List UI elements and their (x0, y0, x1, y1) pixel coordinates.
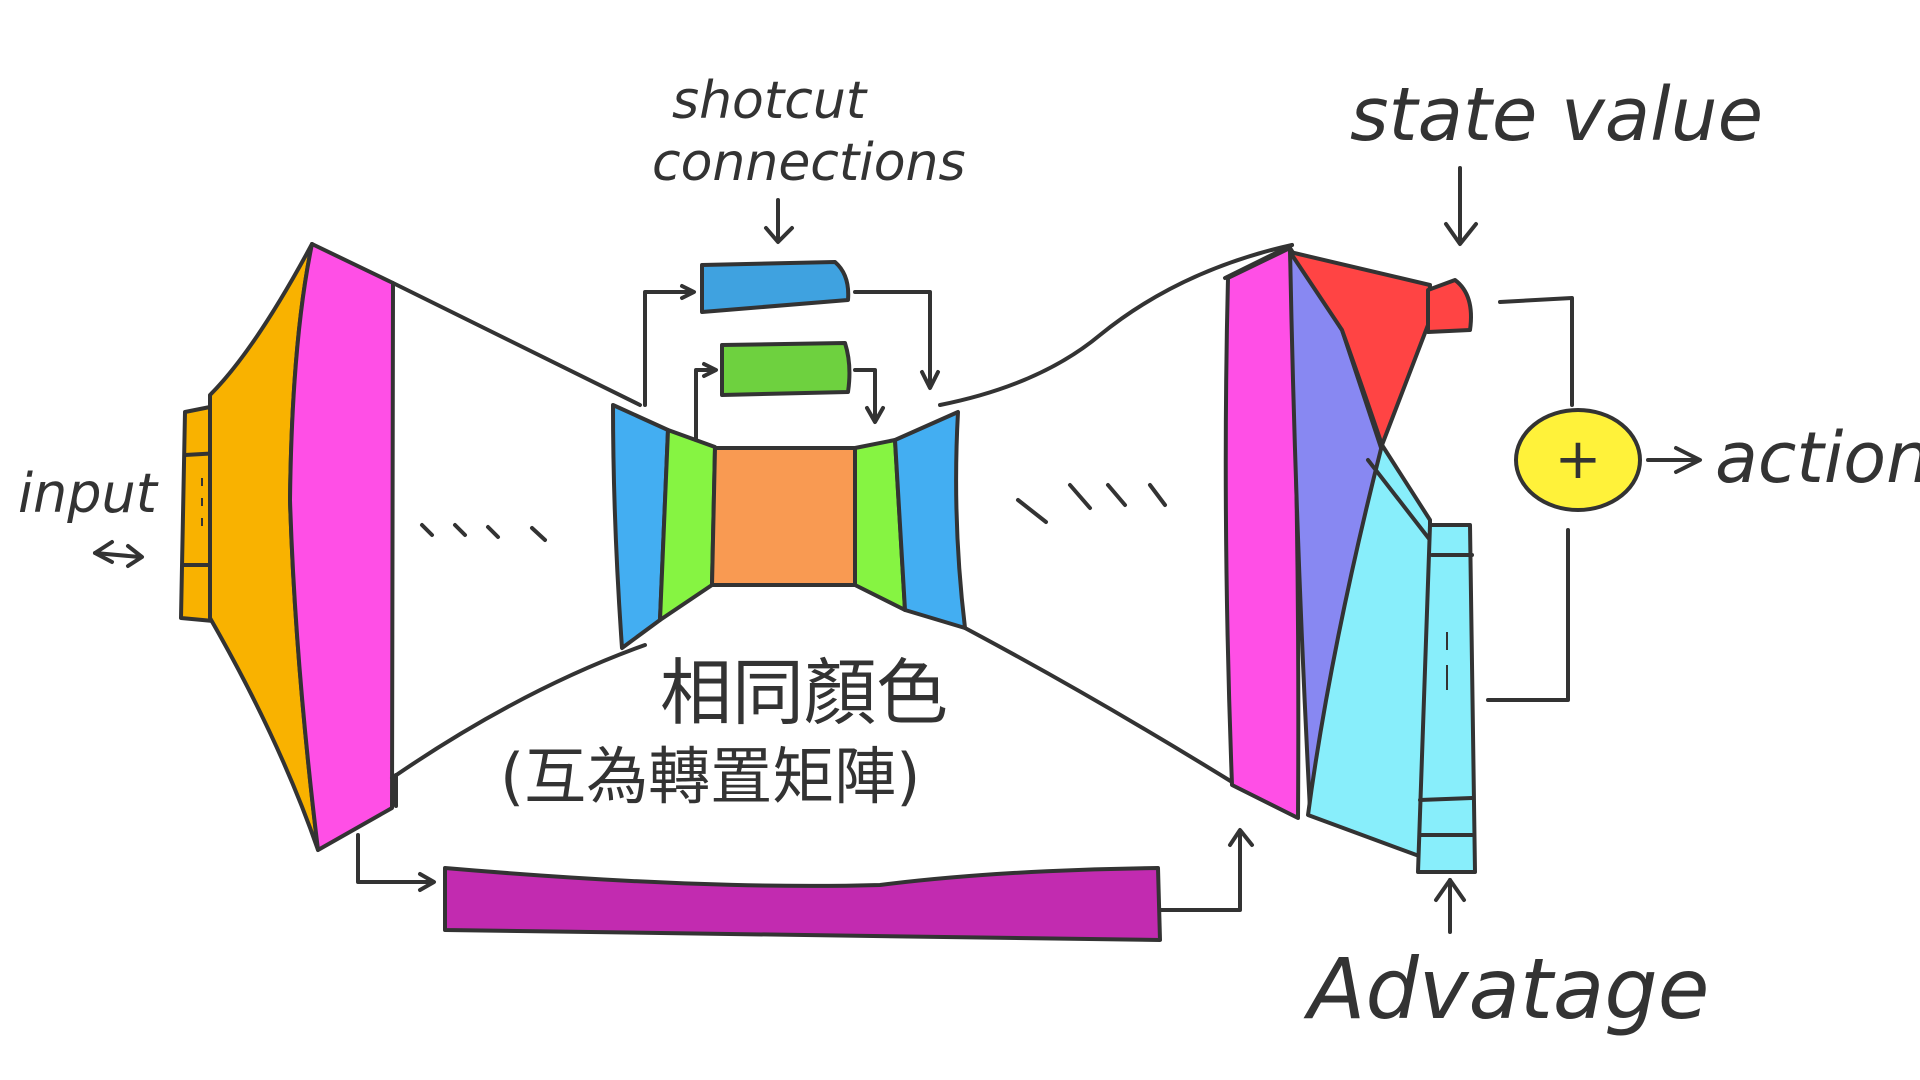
advantage-to-plus-line (1486, 528, 1570, 702)
label-action: action (1715, 417, 1920, 499)
advantage-vector-divider (1418, 796, 1474, 802)
skip-arrow-out (1158, 830, 1242, 912)
skip-arrow-in (356, 833, 432, 884)
decoder (853, 243, 1301, 820)
label-shortcut-line1: shotcut (672, 71, 868, 131)
label-shortcut-line2: connections (652, 133, 966, 193)
encoder-ellipsis (420, 523, 547, 542)
value-to-plus-line (1498, 296, 1574, 407)
shortcut-connections (643, 260, 940, 442)
aggregation: + (1486, 296, 1702, 702)
advantage-head-edge (1366, 458, 1432, 542)
label-advantage: Advatage (1303, 940, 1709, 1038)
advantage-output-vector (1416, 523, 1477, 874)
shortcut-arrow-blue-out (853, 290, 932, 387)
skip-bar-purple (443, 866, 1162, 942)
long-skip-connection (356, 828, 1254, 942)
plus-sign: + (1555, 427, 1602, 492)
state-value-output (1426, 278, 1473, 334)
shortcut-arrow-green-in (694, 368, 714, 442)
shortcut-block-blue (700, 260, 851, 314)
dueling-heads (1288, 246, 1477, 874)
encoder-layer-blue (611, 403, 670, 650)
advantage-head (1306, 443, 1432, 862)
note-transpose-matrix: (互為轉置矩陣) (500, 740, 920, 813)
decoder-bottom-edge (963, 626, 1247, 792)
encoder (179, 242, 717, 852)
plus-node (1514, 408, 1642, 512)
shortcut-block-green (720, 341, 852, 397)
label-state-value: state value (1350, 72, 1763, 158)
input-label-arrow (93, 551, 142, 559)
decoder-ellipsis (1016, 483, 1167, 524)
shortcut-arrow-green-out (853, 368, 877, 422)
shortcut-arrow-blue-in (643, 290, 692, 407)
bottleneck-center-block (710, 446, 857, 587)
note-same-color: 相同顏色 (660, 651, 948, 735)
decoder-top-edge (938, 243, 1294, 407)
encoder-layer-green (658, 428, 717, 622)
encoder-top-edge (391, 281, 642, 407)
encoder-bottom-edge (390, 643, 647, 780)
decoder-layer-blue (893, 410, 967, 630)
decoder-layer-magenta (1223, 246, 1301, 820)
encoder-layer-magenta (288, 242, 395, 852)
label-input: input (18, 462, 159, 525)
